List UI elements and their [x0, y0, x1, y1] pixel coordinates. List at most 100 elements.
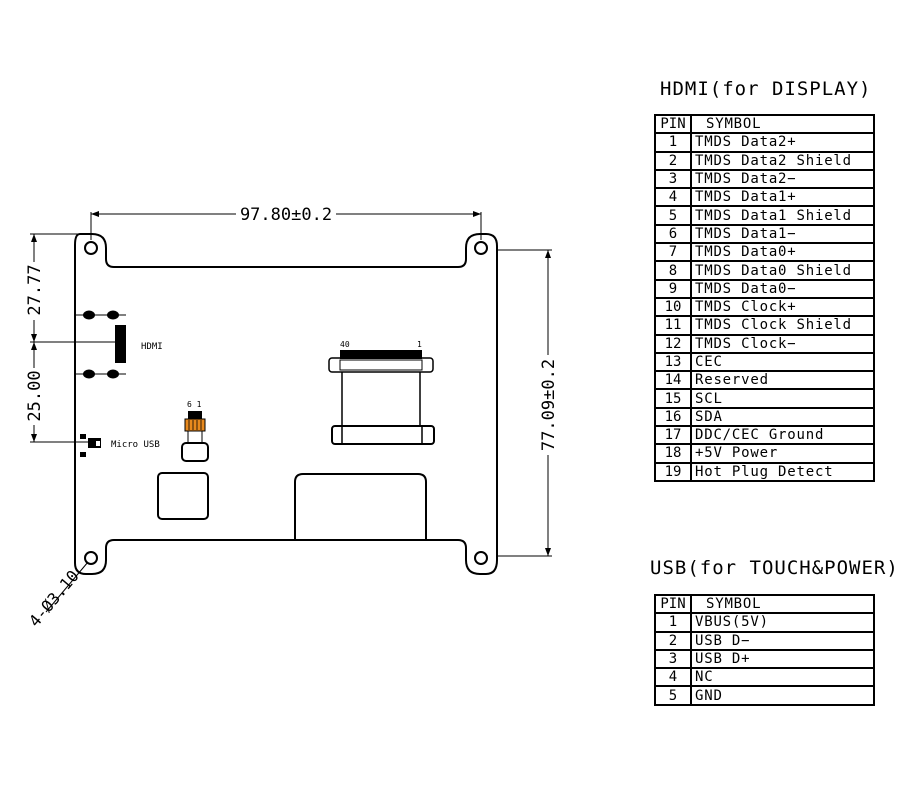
fpc-pin-1-label: 1 — [417, 340, 422, 349]
pin-number-cell: 5 — [654, 205, 692, 226]
pin-number-cell: 5 — [654, 685, 692, 706]
pin-symbol-cell: TMDS Data1+ — [690, 187, 875, 208]
pin-number-cell: 3 — [654, 648, 692, 670]
pin-symbol-cell: Hot Plug Detect — [690, 461, 875, 482]
micro-usb-label: Micro USB — [111, 440, 160, 450]
table-header-row: PIN SYMBOL — [654, 593, 875, 615]
small-fpc-connector — [181, 411, 209, 462]
hdmi-label: HDMI — [141, 342, 163, 352]
pin-symbol-cell: TMDS Clock Shield — [690, 315, 875, 336]
hdmi-table-title: HDMI(for DISPLAY) — [660, 78, 872, 100]
symbol-header: SYMBOL — [690, 113, 875, 135]
pin-symbol-cell: TMDS Clock− — [690, 333, 875, 354]
pin-symbol-cell: TMDS Clock+ — [690, 296, 875, 318]
pin-number-cell: 7 — [654, 242, 692, 263]
dim-height-label: 77.09±0.2 — [539, 359, 559, 451]
symbol-header: SYMBOL — [690, 593, 875, 615]
dim-top-offset-label: 27.77 — [25, 264, 45, 315]
pin-symbol-cell: TMDS Data1− — [690, 223, 875, 245]
pin-symbol-cell: VBUS(5V) — [690, 612, 875, 633]
dim-holes-label: 4-Ø3.10 — [25, 567, 83, 631]
pin-symbol-cell: +5V Power — [690, 443, 875, 464]
dim-width-label: 97.80±0.2 — [240, 205, 332, 225]
pin-symbol-cell: TMDS Data0+ — [690, 242, 875, 263]
pin-number-cell: 16 — [654, 406, 692, 428]
pin-symbol-cell: SDA — [690, 406, 875, 428]
pin-number-cell: 18 — [654, 443, 692, 464]
pin-number-cell: 4 — [654, 187, 692, 208]
pin-symbol-cell: TMDS Data2+ — [690, 132, 875, 153]
pin-number-cell: 2 — [654, 150, 692, 171]
pin-symbol-cell: TMDS Data0− — [690, 278, 875, 299]
pin-number-cell: 1 — [654, 132, 692, 153]
dim-hdmi-usb-label: 25.00 — [25, 370, 45, 421]
pin-number-cell: 13 — [654, 351, 692, 373]
ic-chip — [157, 472, 209, 520]
pin-number-cell: 19 — [654, 461, 692, 482]
pin-symbol-cell: TMDS Data0 Shield — [690, 260, 875, 281]
pin-symbol-cell: NC — [690, 667, 875, 688]
pin-number-cell: 6 — [654, 223, 692, 245]
table-row: 18+5V Power — [654, 443, 875, 464]
pin-header: PIN — [654, 593, 692, 615]
pin-number-cell: 15 — [654, 388, 692, 409]
pin-symbol-cell: TMDS Data2− — [690, 168, 875, 190]
pin-number-cell: 12 — [654, 333, 692, 354]
pin-symbol-cell: TMDS Data2 Shield — [690, 150, 875, 171]
pin-symbol-cell: GND — [690, 685, 875, 706]
mounting-hole-tr — [474, 241, 488, 255]
pin-number-cell: 9 — [654, 278, 692, 299]
pin-number-cell: 2 — [654, 630, 692, 651]
board-outline — [74, 233, 498, 575]
pin-symbol-cell: Reserved — [690, 370, 875, 391]
pin-number-cell: 1 — [654, 612, 692, 633]
pin-number-cell: 17 — [654, 425, 692, 446]
micro-usb-connector — [80, 434, 101, 457]
table-header-row: PIN SYMBOL — [654, 113, 875, 135]
pin-symbol-cell: SCL — [690, 388, 875, 409]
fpc-pin-40-label: 40 — [340, 340, 350, 349]
pin-symbol-cell: TMDS Data1 Shield — [690, 205, 875, 226]
pin-symbol-cell: CEC — [690, 351, 875, 373]
pin-number-cell: 3 — [654, 168, 692, 190]
pin-symbol-cell: DDC/CEC Ground — [690, 425, 875, 446]
pin-symbol-cell: USB D− — [690, 630, 875, 651]
mounting-hole-tl — [84, 241, 98, 255]
pin-symbol-cell: USB D+ — [690, 648, 875, 670]
usb-table-title: USB(for TOUCH&POWER) — [650, 557, 899, 579]
pin-header: PIN — [654, 113, 692, 135]
pin-number-cell: 14 — [654, 370, 692, 391]
hdmi-connector — [75, 310, 126, 379]
pin-number-cell: 11 — [654, 315, 692, 336]
pin-number-cell: 4 — [654, 667, 692, 688]
small-conn-pins-label: 6 1 — [187, 400, 202, 409]
pin-number-cell: 8 — [654, 260, 692, 281]
pin-number-cell: 10 — [654, 296, 692, 318]
